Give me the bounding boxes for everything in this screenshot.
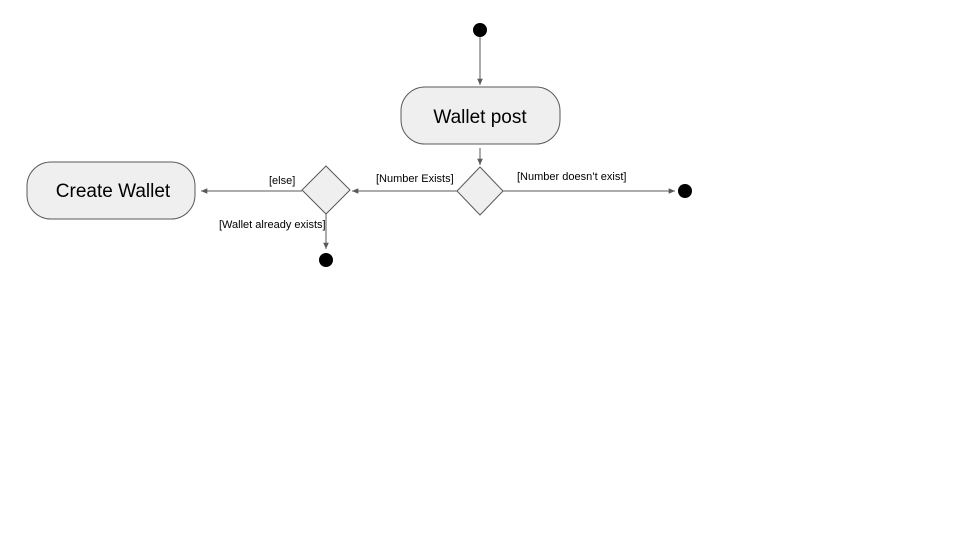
end-node-bottom [319, 253, 333, 267]
number-decision-node[interactable] [456, 166, 504, 216]
create-wallet-label: Create Wallet [56, 181, 171, 202]
end-node-right [678, 184, 692, 198]
wallet-post-node[interactable]: Wallet post [400, 86, 561, 145]
else-label: [else] [269, 175, 295, 187]
wallet-already-exists-label: [Wallet already exists] [219, 219, 326, 231]
start-node [473, 23, 487, 37]
create-wallet-node[interactable]: Create Wallet [26, 161, 196, 220]
wallet-decision-node[interactable] [301, 165, 351, 215]
wallet-post-label: Wallet post [433, 107, 527, 128]
wallet-post-shape [400, 86, 561, 145]
create-wallet-shape [26, 161, 196, 220]
number-exists-label: [Number Exists] [376, 173, 454, 185]
number-doesnt-exist-label: [Number doesn’t exist] [517, 171, 626, 183]
